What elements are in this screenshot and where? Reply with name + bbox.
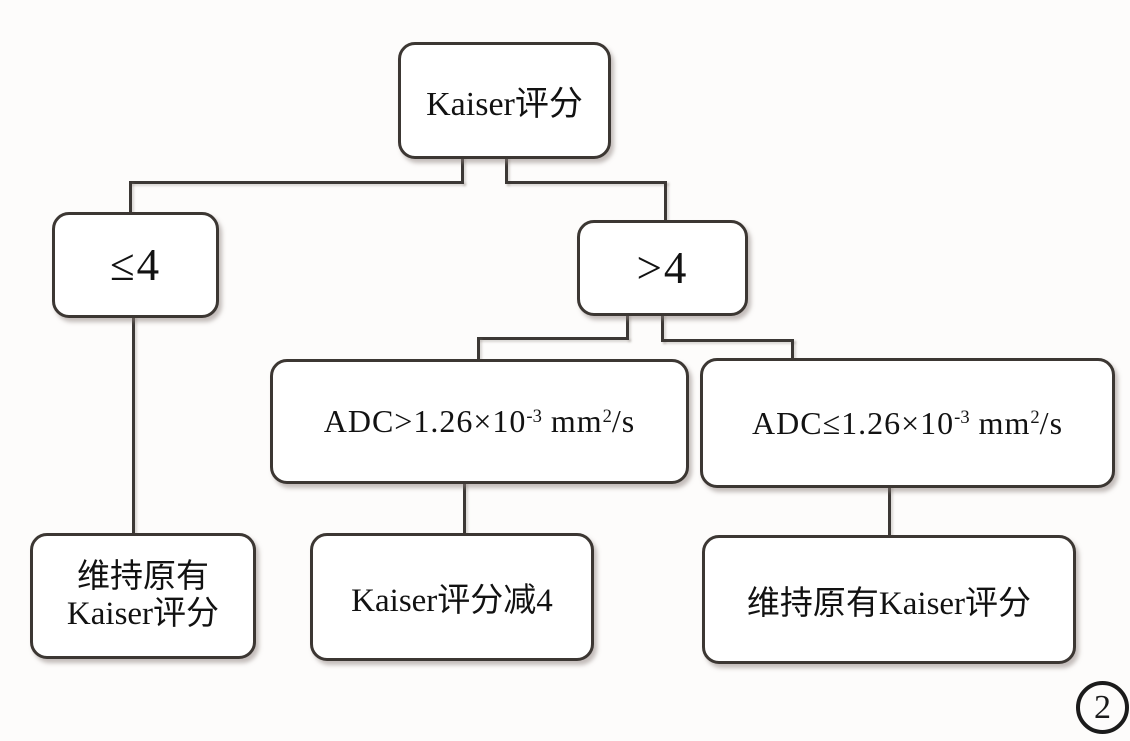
node-keep-original-score-left: 维持原有 Kaiser评分 [30,533,256,659]
node-keep-original-score-right-label: 维持原有Kaiser评分 [746,585,1032,622]
connector-adc-high-to-minus4 [463,481,466,535]
connector-adc-high-drop [477,337,480,362]
connector-gt4-drop [664,181,667,223]
adc-low-unit-exponent: 2 [1030,407,1040,429]
node-score-le4: ≤4 [52,212,219,318]
node-keep-original-score-left-line1: 维持原有 [77,559,209,596]
connector-gt4-stub-left [626,313,629,340]
node-keep-original-score-right: 维持原有Kaiser评分 [702,535,1076,664]
adc-high-exponent: -3 [526,405,542,427]
connector-adc-low-to-keep-right [888,485,891,537]
figure-number: 2 [1094,688,1111,726]
node-score-minus-4-label: Kaiser评分减4 [351,583,553,619]
connector-le4-to-keep-left [132,315,135,535]
connector-root-stub-left [461,156,464,184]
connector-gt4-stub-right [661,313,664,342]
connector-le4-drop [129,181,132,215]
node-kaiser-score-label: Kaiser评分 [426,86,583,123]
connector-gt4-to-adc-low-horizontal [661,339,794,342]
node-adc-below-threshold-label: ADC≤1.26×10-3 mm2/s [751,404,1064,441]
connector-root-to-gt4-horizontal [505,181,667,184]
node-keep-original-score-left-line2: Kaiser评分 [66,596,220,632]
node-score-minus-4: Kaiser评分减4 [310,533,594,661]
node-adc-below-threshold: ADC≤1.26×10-3 mm2/s [700,358,1115,488]
figure-number-badge: 2 [1076,681,1129,734]
node-kaiser-score: Kaiser评分 [398,42,611,159]
node-score-gt4: >4 [577,220,748,316]
node-adc-above-threshold: ADC>1.26×10-3 mm2/s [270,359,689,484]
adc-high-unit-exponent: 2 [602,405,612,427]
connector-root-stub-right [505,156,508,184]
connector-root-to-le4-horizontal [129,181,464,184]
connector-adc-low-drop [791,339,794,361]
connector-gt4-to-adc-high-horizontal [477,337,629,340]
node-score-le4-label: ≤4 [109,240,162,290]
node-adc-above-threshold-label: ADC>1.26×10-3 mm2/s [323,403,636,439]
adc-low-exponent: -3 [954,407,970,429]
node-score-gt4-label: >4 [636,243,689,293]
